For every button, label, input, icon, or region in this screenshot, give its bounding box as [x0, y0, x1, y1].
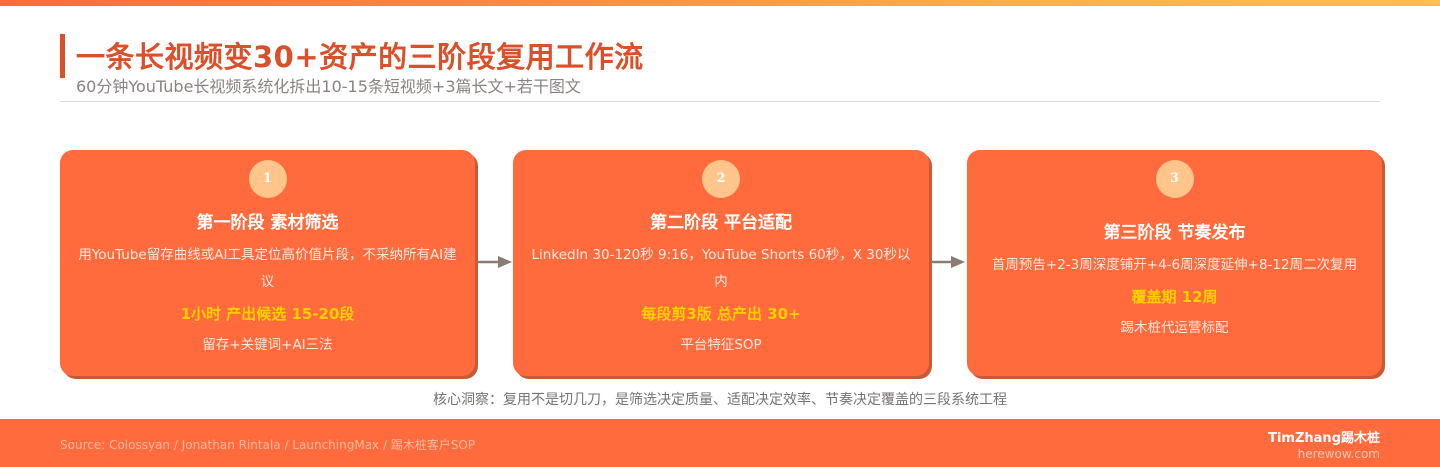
stage-number-badge: 3 — [1155, 160, 1194, 198]
stage-highlight: 1小时 产出候选 15-20段 — [180, 305, 355, 323]
stage-note: 踢木桩代运营标配 — [1120, 320, 1229, 336]
stage-number-badge: 1 — [248, 160, 287, 198]
stage-highlight: 覆盖期 12周 — [1131, 288, 1218, 306]
stage-note: 平台特征SOP — [680, 337, 762, 353]
stage-card-3: 3 第三阶段 节奏发布 首周预告+2-3周深度铺开+4-6周深度延伸+8-12周… — [967, 150, 1382, 376]
page-subtitle: 60分钟YouTube长视频系统化拆出10-15条短视频+3篇长文+若干图文 — [76, 77, 581, 96]
header-divider — [60, 101, 1380, 102]
source-citation: Source: Colossyan / Jonathan Rintala / L… — [60, 438, 476, 452]
core-insight: 核心洞察：复用不是切几刀，是筛选决定质量、适配决定效率、节奏决定覆盖的三段系统工… — [433, 392, 1007, 408]
arrow-right-icon — [478, 256, 512, 268]
stage-note: 留存+关键词+AI三法 — [202, 337, 333, 353]
stage-number-badge: 2 — [702, 160, 740, 198]
brand-url: herewow.com — [1297, 447, 1380, 461]
stage-card-2: 2 第二阶段 平台适配 LinkedIn 30-120秒 9:16，YouTub… — [513, 150, 929, 376]
stage-description: 首周预告+2-3周深度铺开+4-6周深度延伸+8-12周二次复用 — [991, 257, 1358, 273]
top-gradient-bar — [0, 0, 1440, 6]
stage-card-1: 1 第一阶段 素材筛选 用YouTube留存曲线或AI工具定位高价值片段，不采纳… — [60, 150, 475, 376]
brand-name: TimZhang踢木桩 — [1268, 431, 1380, 446]
stage-title: 第一阶段 素材筛选 — [196, 213, 339, 233]
stage-description: LinkedIn 30-120秒 9:16，YouTube Shorts 60秒… — [531, 247, 911, 290]
brand-block: TimZhang踢木桩 herewow.com — [1268, 431, 1380, 462]
stage-description: 用YouTube留存曲线或AI工具定位高价值片段，不采纳所有AI建议 — [78, 247, 457, 290]
stage-highlight: 每段剪3版 总产出 30+ — [641, 305, 801, 323]
title-accent-bar — [60, 34, 65, 78]
stage-title: 第二阶段 平台适配 — [650, 213, 792, 233]
footer: Source: Colossyan / Jonathan Rintala / L… — [0, 419, 1440, 467]
stage-title: 第三阶段 节奏发布 — [1103, 223, 1246, 243]
arrow-right-icon — [931, 256, 965, 268]
page-title: 一条长视频变30+资产的三阶段复用工作流 — [76, 40, 644, 74]
